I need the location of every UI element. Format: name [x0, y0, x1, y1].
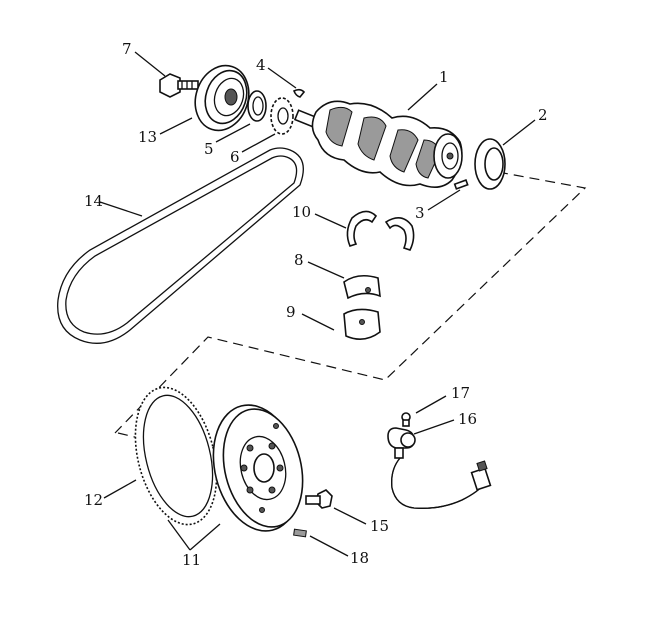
pulley-bolt	[159, 73, 199, 98]
crankshaft-pulley	[194, 64, 250, 132]
rear-oil-seal	[474, 138, 506, 190]
thrust-washers	[346, 210, 415, 251]
callout-14: 14	[84, 192, 103, 210]
callout-10: 10	[292, 203, 311, 221]
callout-15: 15	[370, 517, 389, 535]
ring-gear	[134, 386, 218, 526]
callout-12: 12	[84, 491, 103, 509]
flywheel	[212, 404, 304, 532]
callout-5: 5	[204, 140, 214, 158]
crankshaft	[293, 100, 463, 188]
flywheel-bolt	[305, 489, 333, 509]
callout-13: 13	[138, 128, 157, 146]
callout-17: 17	[451, 384, 470, 402]
callout-6: 6	[230, 148, 240, 166]
main-bearing-lower	[343, 308, 381, 340]
callout-8: 8	[294, 251, 304, 269]
pin	[453, 179, 469, 190]
main-bearing-upper	[343, 274, 381, 300]
callout-9: 9	[286, 303, 296, 321]
woodruff-key	[292, 88, 306, 98]
callout-2: 2	[538, 106, 548, 124]
callout-7: 7	[122, 40, 132, 58]
callout-3: 3	[415, 204, 425, 222]
callout-18: 18	[350, 549, 369, 567]
drive-belt	[57, 147, 304, 344]
sensor-bolt	[401, 412, 411, 427]
callout-1: 1	[439, 68, 449, 86]
front-oil-seal	[247, 90, 267, 122]
callout-labels: 1 2 3 4 5 6 7 8 9 10 11 12 13 14 15 16 1…	[84, 40, 548, 569]
callout-4: 4	[256, 56, 266, 74]
timing-sprocket	[270, 97, 294, 135]
leader-lines	[99, 51, 536, 557]
callout-11: 11	[182, 551, 201, 569]
dowel	[293, 528, 307, 538]
callout-16: 16	[458, 410, 477, 428]
crankshaft-position-sensor	[387, 427, 492, 509]
